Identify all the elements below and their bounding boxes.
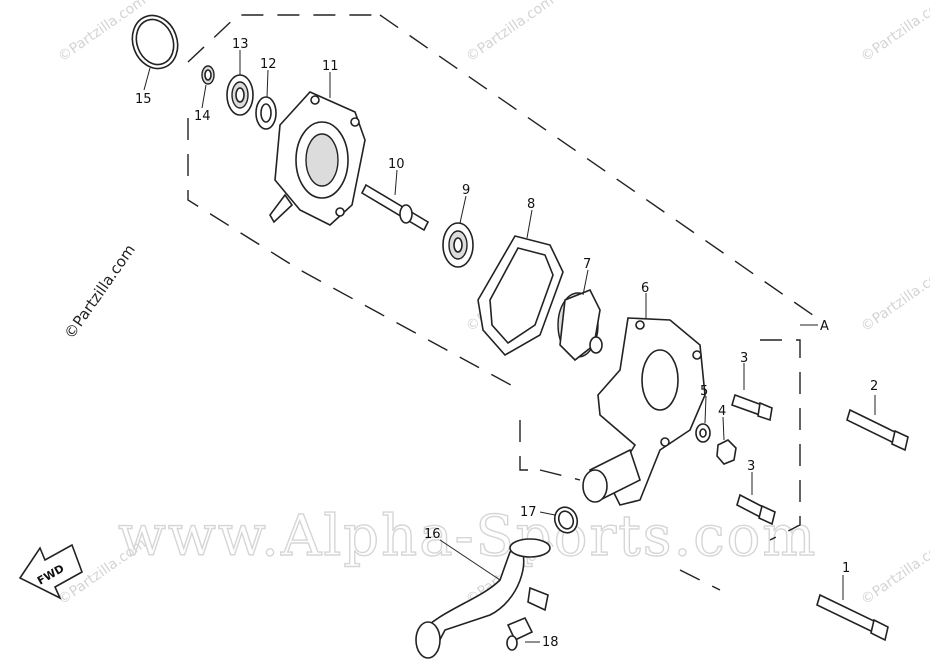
part-pump-cover [269, 91, 366, 226]
callout-10: 10 [388, 157, 405, 172]
callout-16: 16 [424, 527, 441, 542]
callout-13: 13 [232, 37, 249, 52]
part-washer [695, 423, 711, 443]
part-o-ring-small [553, 506, 579, 534]
callout-2: 2 [870, 379, 878, 394]
forward-arrow-icon: FWD [18, 543, 83, 600]
callout-5: 5 [700, 384, 708, 399]
part-gasket [477, 235, 564, 357]
part-long-bolt-upper [846, 408, 909, 452]
watermark-partzilla: ©Partzilla.com [463, 0, 557, 65]
part-water-pipe [415, 538, 551, 659]
part-seal [255, 96, 277, 130]
callout-labels: 1 2 3 3 4 5 6 7 8 9 10 11 12 13 14 15 16… [135, 37, 878, 650]
part-small-washer [201, 65, 215, 85]
watermark-partzilla-dark: ©Partzilla.com [61, 241, 139, 342]
watermark-partzilla: ©Partzilla.com [858, 536, 930, 609]
part-long-bolt-lower [816, 593, 889, 642]
section-label-a: A [820, 319, 829, 334]
watermark-alpha-sports: www.Alpha-Sports.com [118, 504, 817, 569]
watermark-partzilla: ©Partzilla.com [858, 263, 930, 336]
callout-17: 17 [520, 505, 537, 520]
part-mechanical-seal [442, 222, 474, 268]
part-o-ring-large [131, 14, 179, 70]
part-bolt-lower [736, 493, 776, 526]
callout-14: 14 [194, 109, 211, 124]
part-impeller-shaft [360, 183, 430, 232]
callout-4: 4 [718, 404, 726, 419]
part-nut [716, 439, 737, 465]
callout-3-upper: 3 [740, 351, 748, 366]
callout-3-lower: 3 [747, 459, 755, 474]
part-impeller [557, 288, 603, 362]
dashed-reference-lines [187, 14, 821, 591]
callout-6: 6 [641, 281, 649, 296]
callout-12: 12 [260, 57, 277, 72]
callout-9: 9 [462, 183, 470, 198]
callout-18: 18 [542, 635, 559, 650]
callout-15: 15 [135, 92, 152, 107]
part-bearing [226, 74, 254, 116]
part-fitting [506, 616, 534, 651]
part-bolt-upper [731, 393, 773, 422]
callout-1: 1 [842, 561, 850, 576]
part-pump-housing [582, 317, 706, 506]
callout-7: 7 [583, 257, 591, 272]
watermark-partzilla: ©Partzilla.com [858, 0, 930, 65]
callout-8: 8 [527, 197, 535, 212]
leader-lines [143, 50, 876, 643]
callout-11: 11 [322, 59, 339, 74]
